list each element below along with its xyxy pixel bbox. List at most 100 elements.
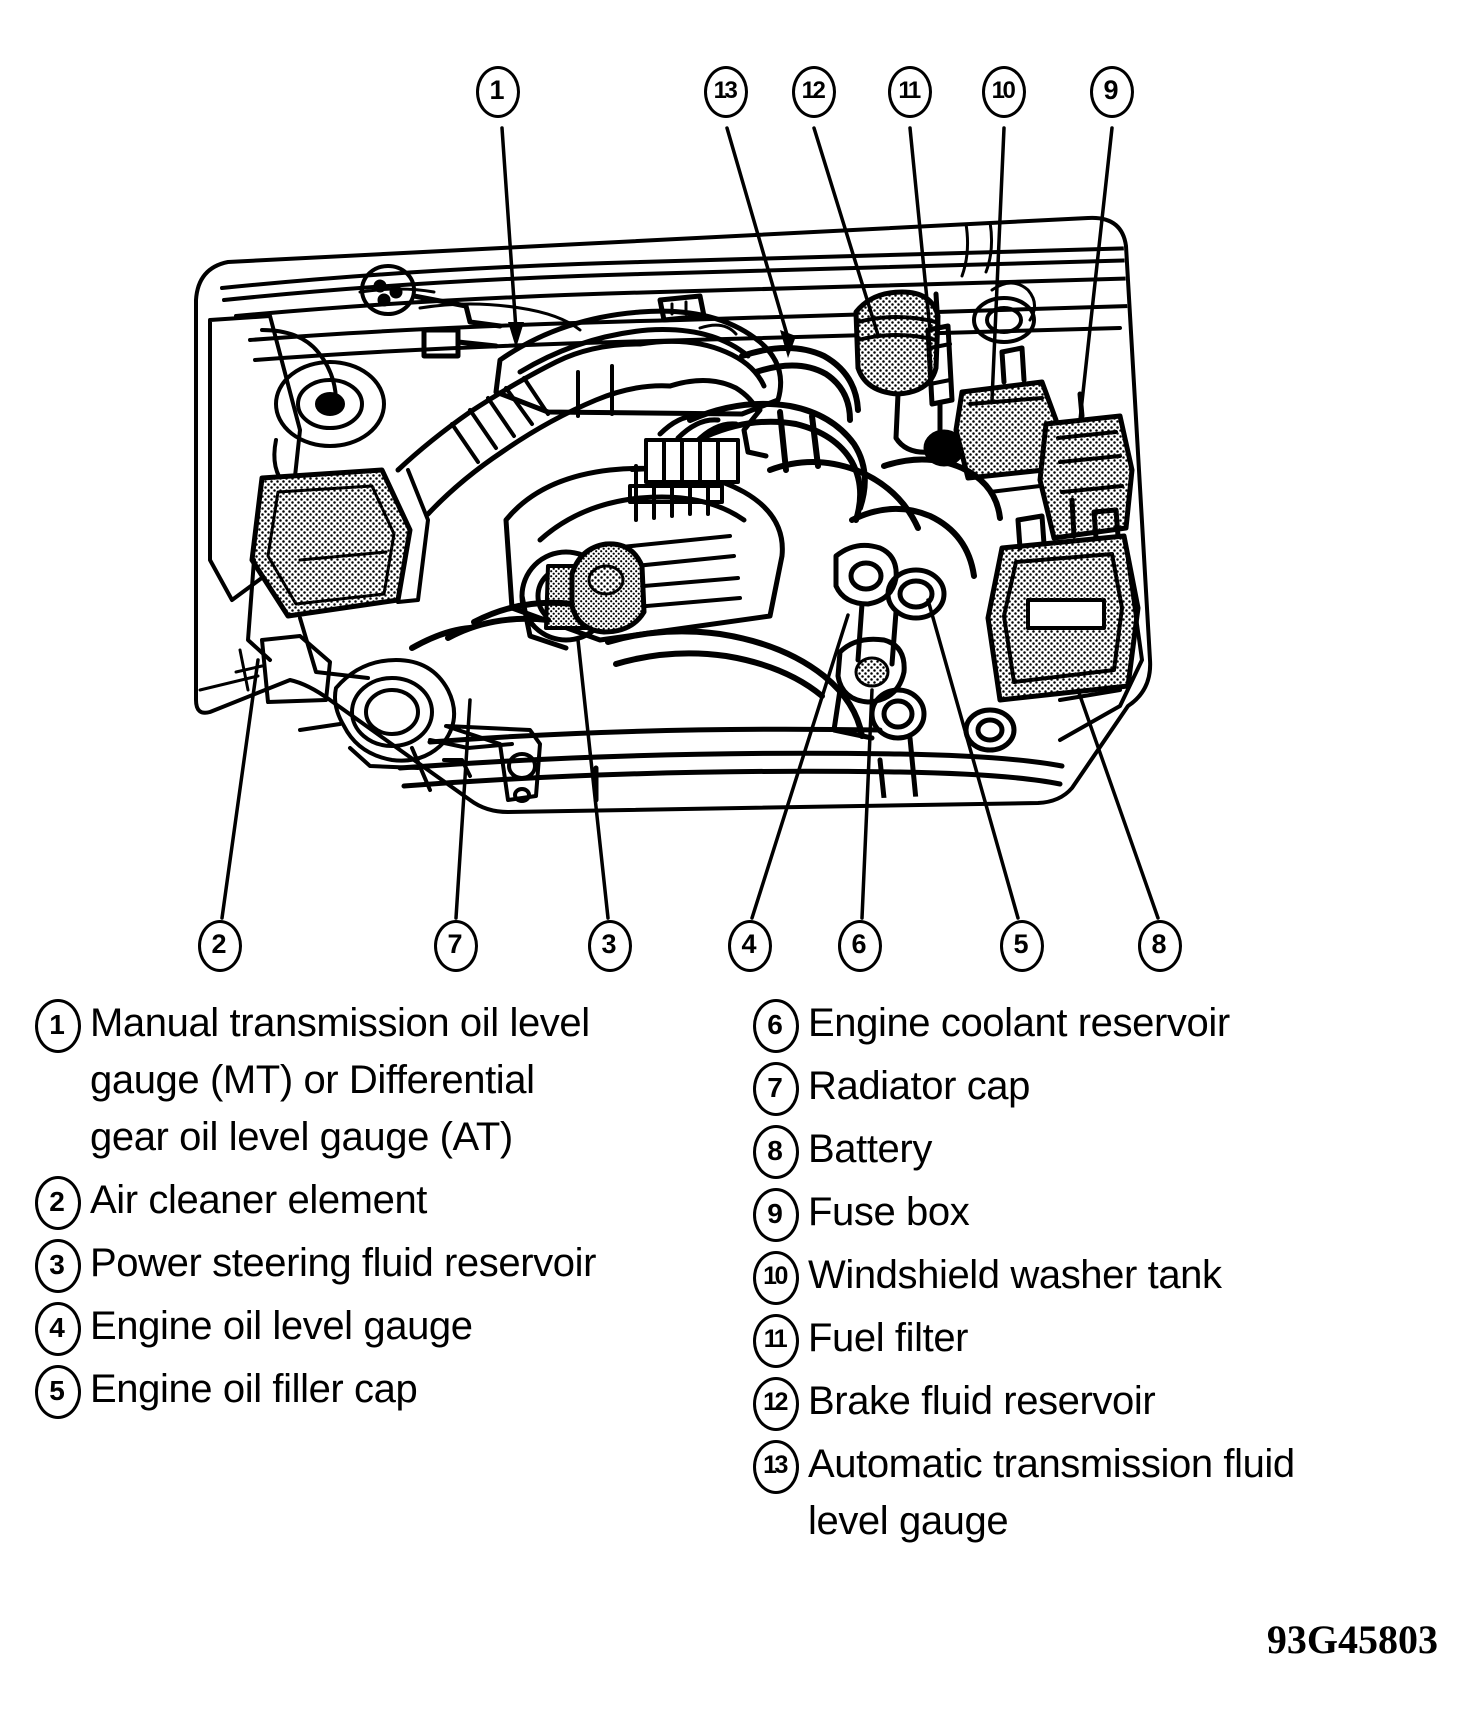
callout-8: 8 [1138, 920, 1182, 972]
legend: 1 Manual transmission oil level gauge (MT… [0, 995, 1476, 1711]
circle-outline-icon [35, 1302, 81, 1356]
circle-outline-icon [982, 66, 1026, 118]
circle-outline-icon [1090, 66, 1134, 118]
legend-item-label: Automatic transmission fluid level gauge [808, 1442, 1295, 1543]
callout-1: 1 [476, 66, 520, 118]
circle-outline-icon [35, 999, 81, 1053]
circled-number-7: 7 [753, 1062, 799, 1116]
legend-column-left: 1 Manual transmission oil level gauge (MT… [34, 995, 724, 1424]
circled-number-8: 8 [753, 1125, 799, 1179]
circled-number-value: 11 [898, 76, 921, 104]
circle-outline-icon [792, 66, 836, 118]
circled-number-11: 11 [753, 1314, 799, 1368]
legend-item-label: Fuse box [808, 1190, 970, 1234]
circled-number-value: 13 [763, 1451, 788, 1479]
legend-item-label: Windshield washer tank [808, 1253, 1222, 1297]
circle-outline-icon [198, 920, 242, 972]
circled-number-value: 10 [763, 1262, 788, 1290]
legend-item-11: 11 Fuel filter [752, 1310, 1472, 1368]
engine-bay-linework [194, 215, 1153, 814]
engine-oil-filler-cap [885, 567, 947, 667]
circle-outline-icon [753, 1188, 799, 1242]
callout-4: 4 [728, 920, 772, 972]
legend-item-label: Engine oil filler cap [90, 1367, 418, 1411]
circled-number-value: 9 [1103, 75, 1118, 105]
circled-number-value: 3 [601, 929, 616, 959]
legend-item-number: 7 [752, 1062, 799, 1116]
callout-9: 9 [1090, 66, 1134, 118]
callout-7: 7 [434, 920, 478, 972]
legend-item-5: 5 Engine oil filler cap [34, 1361, 724, 1419]
legend-item-6: 6 Engine coolant reservoir [752, 995, 1472, 1053]
circle-outline-icon [704, 66, 748, 118]
circled-number-value: 2 [211, 929, 226, 959]
callout-12: 12 [792, 66, 836, 118]
circled-number-value: 10 [991, 76, 1016, 104]
circled-number-2: 2 [35, 1176, 81, 1230]
circled-number-12: 12 [753, 1377, 799, 1431]
circle-outline-icon [753, 1062, 799, 1116]
circled-number-value: 6 [851, 929, 866, 959]
circle-outline-icon [753, 999, 799, 1053]
circled-number-13: 13 [753, 1440, 799, 1494]
legend-item-label: Engine oil level gauge [90, 1304, 473, 1348]
legend-item-label: Manual transmission oil level gauge (MT)… [90, 1001, 590, 1159]
circled-number-value: 7 [447, 929, 462, 959]
circle-outline-icon [838, 920, 882, 972]
legend-item-number: 8 [752, 1125, 799, 1179]
air-cleaner-element [234, 467, 430, 704]
intake-manifold [493, 308, 784, 418]
circle-outline-icon [35, 1239, 81, 1293]
legend-item-label: Air cleaner element [90, 1178, 428, 1222]
circle-outline-icon [588, 920, 632, 972]
circled-number-value: 4 [49, 1311, 65, 1343]
legend-item-label: Engine coolant reservoir [808, 1001, 1230, 1045]
legend-item-number: 3 [34, 1239, 81, 1293]
left-inner-fender [208, 314, 386, 602]
circled-number-value: 5 [49, 1374, 65, 1406]
brake-fluid-reservoir [853, 289, 965, 467]
circled-number-value: 11 [763, 1325, 788, 1353]
circled-number-value: 7 [767, 1071, 783, 1103]
legend-item-number: 2 [34, 1176, 81, 1230]
circle-outline-icon [888, 66, 932, 118]
legend-item-13: 13 Automatic transmission fluid level gau… [752, 1436, 1472, 1550]
legend-item-8: 8 Battery [752, 1121, 1472, 1179]
legend-item-label: Power steering fluid reservoir [90, 1241, 596, 1285]
circled-number-value: 1 [49, 1008, 65, 1040]
circled-number-value: 1 [489, 75, 504, 105]
spark-plug-wires [644, 413, 740, 484]
circled-number-10: 10 [753, 1251, 799, 1305]
circled-number-value: 8 [767, 1134, 783, 1166]
callout-3: 3 [588, 920, 632, 972]
legend-item-number: 12 [752, 1377, 799, 1431]
legend-item-label: Brake fluid reservoir [808, 1379, 1156, 1423]
callout-5: 5 [1000, 920, 1044, 972]
circle-outline-icon [753, 1125, 799, 1179]
circled-number-value: 12 [801, 76, 826, 104]
callout-10: 10 [982, 66, 1026, 118]
circled-number-4: 4 [35, 1302, 81, 1356]
legend-item-label: Battery [808, 1127, 932, 1171]
legend-item-number: 13 [752, 1440, 799, 1494]
circle-outline-icon [753, 1251, 799, 1305]
legend-item-1: 1 Manual transmission oil level gauge (MT… [34, 995, 724, 1166]
legend-item-number: 6 [752, 999, 799, 1053]
legend-item-number: 11 [752, 1314, 799, 1368]
fuel-filter [925, 291, 955, 443]
circle-outline-icon [476, 66, 520, 118]
air-intake-duct [395, 338, 767, 517]
circle-outline-icon [35, 1365, 81, 1419]
circle-outline-icon [753, 1377, 799, 1431]
legend-item-4: 4 Engine oil level gauge [34, 1298, 724, 1356]
legend-item-number: 9 [752, 1188, 799, 1242]
circle-outline-icon [753, 1440, 799, 1494]
legend-item-label: Fuel filter [808, 1316, 969, 1360]
circled-number-value: 6 [767, 1008, 783, 1040]
callout-11: 11 [888, 66, 932, 118]
power-steering-reservoir [569, 541, 647, 635]
